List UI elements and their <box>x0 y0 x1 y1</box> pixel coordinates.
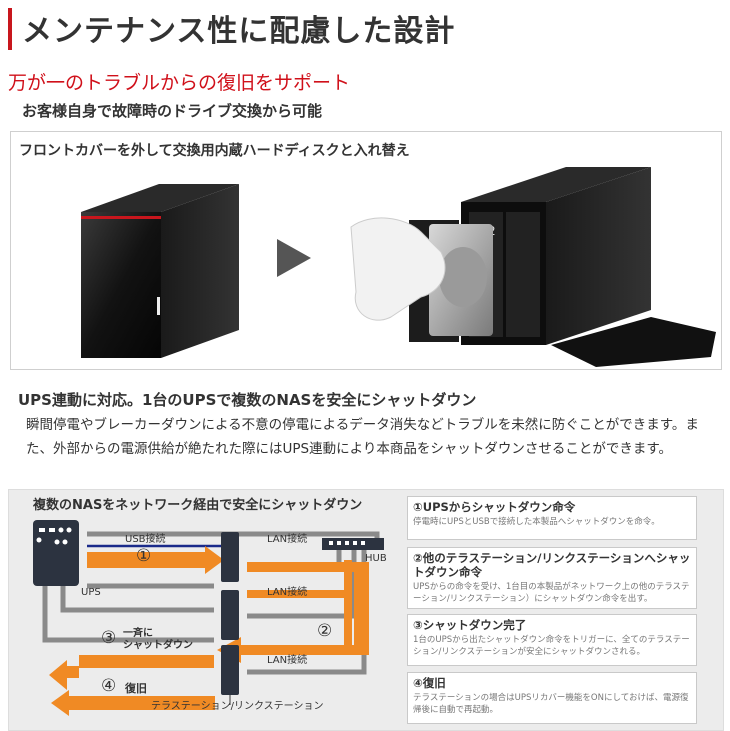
ups-heading: UPS連動に対応。1台のUPSで複数のNASを安全にシャットダウン <box>18 391 477 409</box>
nas-device-1 <box>221 532 239 582</box>
drive-replacement-photo-panel: フロントカバーを外して交換用内蔵ハードディスクと入れ替え <box>10 131 722 370</box>
lan-label-2: LAN接続 <box>267 587 308 598</box>
step-box-3: ③シャットダウン完了 1台のUPSから出たシャットダウン命令をトリガーに、全ての… <box>407 614 697 666</box>
diagram-title: 複数のNASをネットワーク経由で安全にシャットダウン <box>33 498 363 513</box>
shutdown-label: 一斉に シャットダウン <box>123 628 193 651</box>
drive-replacement-illustration: 1 2 <box>81 167 716 367</box>
subtitle-dark: お客様自身で故障時のドライブ交換から可能 <box>22 102 323 120</box>
hub-label: HUB <box>365 553 387 564</box>
step-3-title: ③シャットダウン完了 <box>413 618 527 632</box>
lan-label-3: LAN接続 <box>267 655 308 666</box>
step-box-1: ①UPSからシャットダウン命令 停電時にUPSとUSBで接続した本製品へシャット… <box>407 496 697 540</box>
step-2-title: ②他のテラステーション/リンクステーションへシャットダウン命令 <box>413 551 691 579</box>
step-1-title: ①UPSからシャットダウン命令 <box>413 500 576 514</box>
step-3-desc: 1台のUPSから出たシャットダウン命令をトリガーに、全てのテラステーション/リン… <box>413 635 690 657</box>
title-accent-bar <box>8 8 12 50</box>
usb-label: USB接続 <box>125 534 166 545</box>
step-4-desc: テラステーションの場合はUPSリカバー機能をONにしておけば、電源復帰後に自動で… <box>413 693 689 715</box>
photo-caption: フロントカバーを外して交換用内蔵ハードディスクと入れ替え <box>19 143 410 159</box>
nas-device-3 <box>221 645 239 695</box>
step-number-4: ④ <box>101 676 117 696</box>
step-box-2: ②他のテラステーション/リンクステーションへシャットダウン命令 UPSからの命令… <box>407 547 697 609</box>
lan-label-1: LAN接続 <box>267 534 308 545</box>
step-number-3: ③ <box>101 628 117 648</box>
play-arrow-icon <box>277 239 311 277</box>
step-2-desc: UPSからの命令を受け、1台目の本製品がネットワーク上の他のテラステーション/リ… <box>413 582 690 604</box>
step-1-desc: 停電時にUPSとUSBで接続した本製品へシャットダウンを命令。 <box>413 517 660 527</box>
nas-device-2 <box>221 590 239 640</box>
nas-closed <box>81 184 239 358</box>
ups-body-text: 瞬間停電やブレーカーダウンによる不意の停電によるデータ消失などトラブルを未然に防… <box>26 417 699 457</box>
ups-shutdown-diagram: 複数のNASをネットワーク経由で安全にシャットダウン <box>8 489 724 731</box>
step-box-4: ④復旧 テラステーションの場合はUPSリカバー機能をONにしておけば、電源復帰後… <box>407 672 697 724</box>
terastation-label: テラステーション/リンクステーション <box>151 701 324 712</box>
subtitle-red: 万が一のトラブルからの復旧をサポート <box>8 72 351 94</box>
step-number-1: ① <box>136 546 152 566</box>
nas-open: 1 2 <box>350 167 716 367</box>
network-diagram-graphic <box>33 520 384 716</box>
restore-label: 復旧 <box>125 682 147 695</box>
ups-label: UPS <box>81 587 101 598</box>
step-4-title: ④復旧 <box>413 676 446 690</box>
ups-device <box>33 520 79 586</box>
step-number-2: ② <box>317 621 333 641</box>
page-title: メンテナンス性に配慮した設計 <box>22 14 456 49</box>
